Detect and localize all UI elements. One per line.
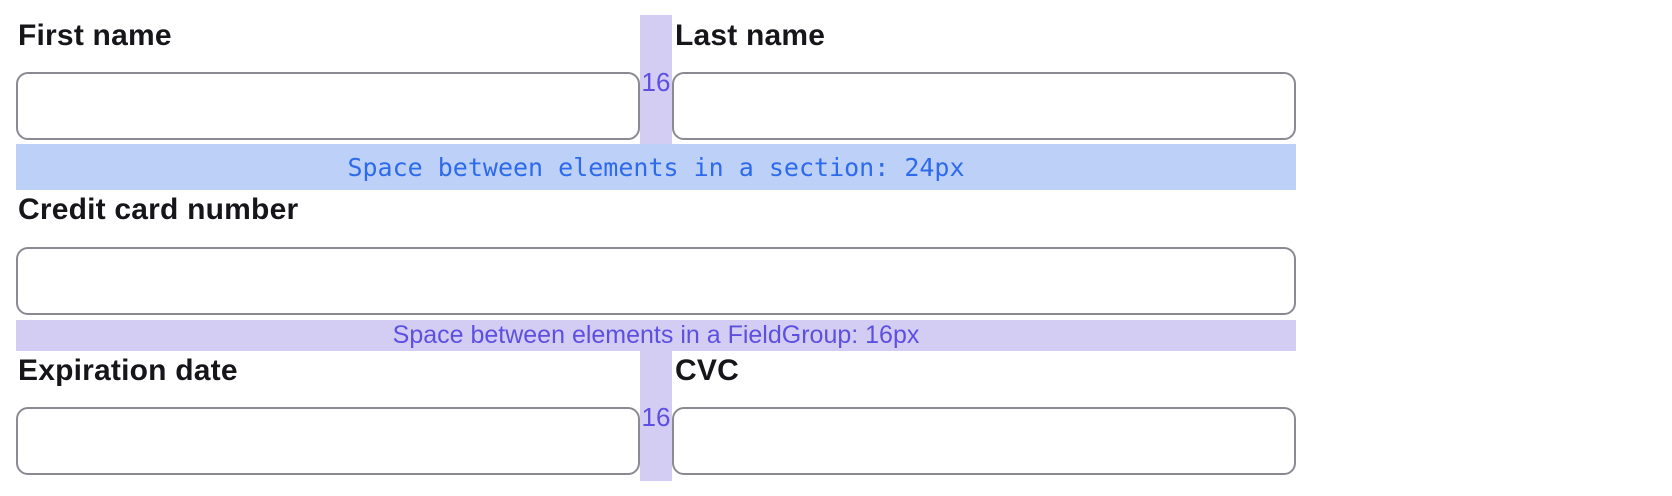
first-name-label: First name: [18, 19, 172, 52]
expiration-date-label: Expiration date: [18, 354, 238, 387]
gutter-highlight-row1: 16: [640, 15, 672, 144]
section-spacing-band: Space between elements in a section: 24p…: [16, 144, 1296, 190]
cvc-input[interactable]: [672, 407, 1296, 475]
credit-card-number-label: Credit card number: [18, 193, 299, 226]
gutter-size-label-row1: 16: [641, 67, 671, 97]
credit-card-number-input[interactable]: [16, 247, 1296, 315]
last-name-label: Last name: [675, 19, 826, 52]
fieldgroup-spacing-band: Space between elements in a FieldGroup: …: [16, 320, 1296, 351]
first-name-input[interactable]: [16, 72, 640, 140]
last-name-input[interactable]: [672, 72, 1296, 140]
expiration-date-input[interactable]: [16, 407, 640, 475]
gutter-size-label-row3: 16: [641, 402, 671, 432]
gutter-highlight-row3: 16: [640, 351, 672, 481]
cvc-label: CVC: [675, 354, 739, 387]
